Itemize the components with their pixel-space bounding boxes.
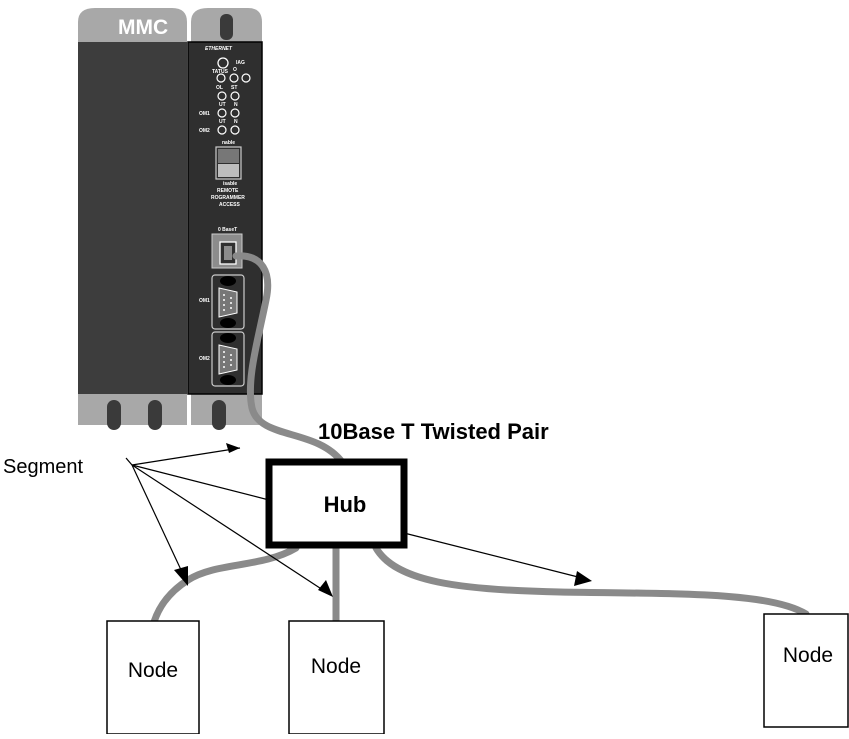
led [230, 108, 240, 118]
switch-disable-label: isable [223, 181, 237, 187]
foot-slot [107, 400, 121, 430]
switch-upper [218, 149, 239, 163]
segment-curl [125, 457, 133, 466]
segment-line-to-hub [131, 464, 270, 501]
node-label: Node [783, 644, 833, 667]
segment-line-to-node2 [131, 464, 327, 593]
cable-hub-to-node3 [372, 544, 810, 618]
foot-slot [148, 400, 162, 430]
node-label: Node [128, 659, 178, 682]
led [216, 73, 226, 83]
hub-label: Hub [324, 492, 367, 517]
com1-screw-bottom [220, 318, 236, 328]
remote-line3: ACCESS [219, 202, 241, 208]
com1-connector [218, 287, 238, 318]
top-slot [220, 14, 233, 40]
arrowhead-node3 [574, 571, 592, 586]
cable-label: 10Base T Twisted Pair [318, 419, 549, 444]
segment-line-to-module [131, 447, 241, 466]
led [230, 125, 240, 135]
switch-enable-label: nable [222, 140, 235, 146]
led [241, 73, 251, 83]
led-row3-label-a: UT [219, 119, 226, 125]
hub-box [265, 458, 408, 549]
status-label: TATUS [212, 69, 229, 75]
remote-line1: REMOTE [217, 188, 239, 194]
led [217, 108, 227, 118]
com1-pins [223, 294, 232, 311]
segment-pointer-lines [125, 447, 583, 593]
led-row2-label-b: N [234, 102, 238, 108]
segment-line-hub-to-node3 [403, 532, 583, 579]
led-row1-label-a: OL [216, 85, 223, 91]
com2-screw-bottom [220, 375, 236, 385]
node-box [288, 620, 385, 735]
node-2: Node [288, 620, 385, 735]
diag-label: IAG [236, 60, 245, 66]
switch-lower [218, 164, 239, 177]
port-com1-label: OM1 [199, 298, 210, 304]
cable-hub-to-node1 [150, 544, 300, 626]
port-label: 0 BaseT [218, 227, 237, 233]
arrowhead-module [226, 443, 240, 453]
twisted-pair-cables [150, 252, 810, 626]
mmc-module: MMC ETHERNET IAG TATUS O OL ST UT N OM1 … [78, 8, 263, 430]
segment-label: Segment [3, 456, 83, 478]
ethernet-label: ETHERNET [205, 46, 233, 52]
brand-label: MMC [118, 16, 168, 39]
com1-screw-top [220, 276, 236, 286]
cable-module-to-hub [232, 252, 346, 466]
com2-screw-top [220, 333, 236, 343]
foot-slot [212, 400, 226, 430]
node-3: Node [763, 613, 849, 728]
status-o-label: O [233, 67, 237, 73]
diag-led [217, 57, 229, 69]
led-row3-label-b: N [234, 119, 238, 125]
led [229, 73, 239, 83]
led [230, 91, 240, 101]
led [217, 91, 227, 101]
com1-led-label: OM1 [199, 111, 210, 117]
com2-pins [223, 351, 232, 368]
port-com2-label: OM2 [199, 356, 210, 362]
node-box [106, 620, 200, 735]
arrowhead-node2 [318, 580, 333, 597]
node-1: Node [106, 620, 200, 735]
arrowhead-node1 [174, 566, 188, 586]
led [217, 125, 227, 135]
node-box [763, 613, 849, 728]
segment-line-to-node1 [131, 464, 183, 573]
module-left-face [78, 42, 187, 394]
com2-connector [218, 344, 238, 375]
led-row1-label-b: ST [231, 85, 237, 91]
remote-line2: ROGRAMMER [211, 195, 245, 201]
ethernet-port-jack-inner [224, 246, 232, 260]
node-label: Node [311, 655, 361, 678]
com2-led-label: OM2 [199, 128, 210, 134]
led-row2-label-a: UT [219, 102, 226, 108]
